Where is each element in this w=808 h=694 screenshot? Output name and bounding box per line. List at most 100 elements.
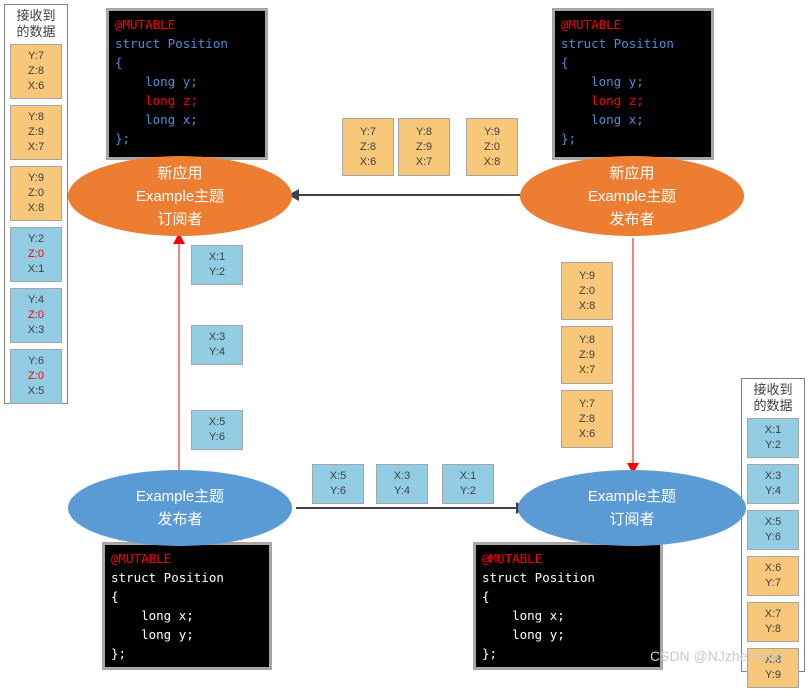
code-line: }; [111, 646, 127, 661]
chip-line: X:7 [27, 141, 45, 153]
code-line: long x; [111, 608, 194, 623]
chip-line: X:7 [764, 608, 782, 620]
code-line: long y; [561, 74, 644, 89]
chip-line: X:1 [208, 251, 226, 263]
chip-line: X:7 [578, 363, 596, 376]
chip-line: X:5 [764, 516, 782, 528]
chip-line: X:3 [27, 324, 45, 336]
chip-line: Y:6 [209, 431, 225, 443]
code-line: @MUTABLE [111, 551, 172, 566]
code-line: @MUTABLE [561, 17, 622, 32]
chip-line: Z:0 [484, 140, 500, 153]
chip-line: Y:8 [579, 333, 595, 346]
chip-line: Y:2 [28, 233, 44, 245]
chip-line: Z:0 [28, 370, 44, 382]
code-line: { [115, 55, 123, 70]
chip-line: Y:6 [28, 355, 44, 367]
connector-bottom-horizontal [296, 507, 518, 509]
code-line: long x; [561, 112, 644, 127]
code-line: }; [561, 131, 577, 146]
chip-line: Y:9 [765, 669, 781, 681]
node-label-line: Example主题 [135, 488, 225, 505]
chip-line: Y:6 [330, 485, 346, 497]
chip-line: X:1 [764, 424, 782, 436]
chip-line: X:3 [393, 470, 411, 482]
node-label-line: 新应用 [609, 164, 655, 182]
node-top-left-new-app-subscriber[interactable]: 新应用 Example主题订阅者 [68, 156, 292, 236]
code-line: struct Position [561, 36, 674, 51]
arrow-head-top-left [288, 189, 299, 201]
chip-line: Y:4 [765, 485, 781, 497]
chip-line: X:6 [578, 427, 596, 440]
chip-line: Z:0 [28, 248, 44, 260]
chip-line: Z:9 [28, 126, 44, 138]
chip-line: Z:9 [579, 348, 595, 361]
chip-line: Z:8 [360, 140, 376, 153]
code-line: { [561, 55, 569, 70]
chip-line: Z:8 [28, 65, 44, 77]
code-line: }; [482, 646, 498, 661]
node-label-line: 订阅者 [157, 210, 203, 228]
chip-line: X:5 [329, 470, 347, 482]
right-panel-title: 接收到 的数据 [753, 382, 793, 413]
code-line: struct Position [111, 570, 224, 585]
chip-line: Z:0 [28, 187, 44, 199]
code-line: { [482, 589, 490, 604]
chip-line: Y:4 [28, 294, 44, 306]
node-label-line: 发布者 [609, 210, 655, 228]
chip-line: X:1 [459, 470, 477, 482]
code-line: struct Position [482, 570, 595, 585]
connector-left-vertical [178, 243, 180, 471]
chip-line: Z:0 [579, 284, 595, 297]
node-bottom-left-publisher[interactable]: Example主题发布者 [68, 470, 292, 546]
chip-line: X:3 [208, 331, 226, 343]
chip-line: Y:8 [765, 623, 781, 635]
chip-line: Y:2 [460, 485, 476, 497]
code-line: long y; [115, 74, 198, 89]
chip-line: Y:7 [765, 577, 781, 589]
code-line: long z; [561, 93, 644, 108]
chip-line: Z:0 [28, 309, 44, 321]
chip-line: Z:9 [416, 140, 432, 153]
code-line: long y; [111, 627, 194, 642]
chip-line: Y:2 [765, 439, 781, 451]
code-line: long x; [482, 608, 565, 623]
chip-line: Y:4 [209, 346, 225, 358]
node-label-line: Example主题 [135, 187, 225, 205]
code-line: @MUTABLE [482, 551, 543, 566]
chip-line: X:5 [208, 416, 226, 428]
chip-line: X:8 [578, 299, 596, 312]
chip-line: X:5 [27, 385, 45, 397]
chip-line: X:8 [764, 654, 782, 666]
code-line: @MUTABLE [115, 17, 176, 32]
chip-line: Z:8 [579, 412, 595, 425]
chip-line: X:7 [415, 155, 433, 168]
code-block-top-right-publisher: @MUTABLE struct Position { long y; long z;… [552, 8, 714, 160]
node-label-line: 新应用 [157, 164, 203, 182]
node-bottom-right-subscriber[interactable]: Example主题订阅者 [518, 470, 746, 546]
chip-line: X:1 [27, 263, 45, 275]
